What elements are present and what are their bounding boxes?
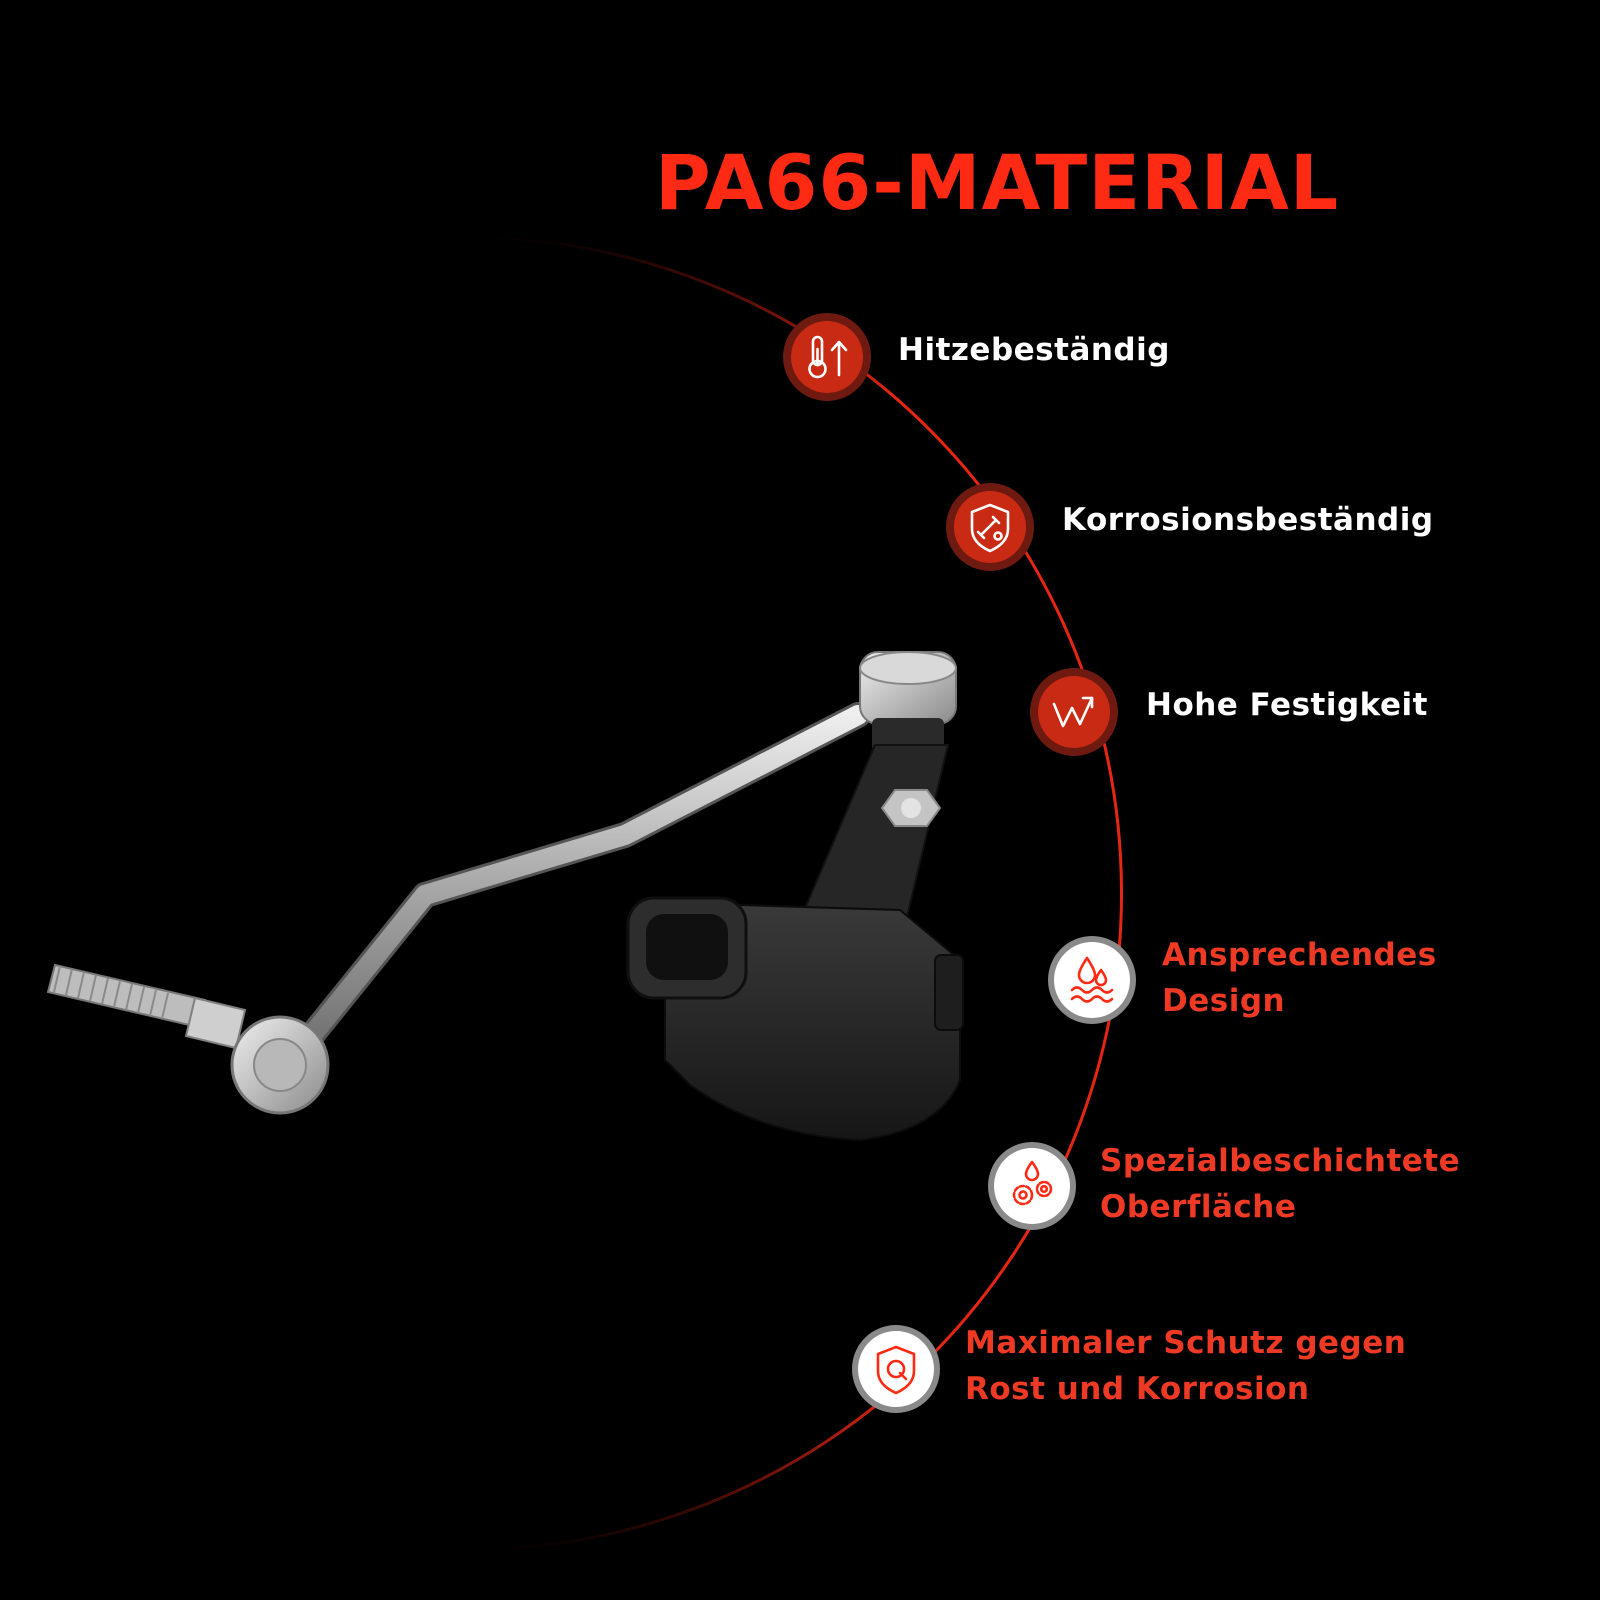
feature-label-line: Hitzebeständig [898, 332, 1170, 368]
shield-q-icon [876, 1345, 916, 1395]
feature-badge [852, 1325, 940, 1413]
feature-badge [1030, 668, 1118, 756]
drop-gears-icon [1012, 1160, 1053, 1206]
feature-badge [988, 1142, 1076, 1230]
feature-badge [783, 313, 871, 401]
feature-badge [1048, 936, 1136, 1024]
feature-label-line: Korrosionsbeständig [1062, 502, 1434, 538]
feature-arc [464, 235, 1123, 1552]
feature-label-line: Ansprechendes [1162, 937, 1437, 973]
feature-label: Hohe Festigkeit [1146, 682, 1428, 728]
shield-flask-icon [970, 503, 1010, 553]
feature-label-line: Maximaler Schutz gegen [965, 1325, 1407, 1361]
feature-label: Korrosionsbeständig [1062, 497, 1434, 543]
thermometer-up-icon [808, 335, 848, 379]
zigzag-arrow-up-icon [1052, 696, 1094, 728]
product-image [46, 651, 964, 1142]
feature-badge [946, 483, 1034, 571]
feature-label-line: Rost und Korrosion [965, 1371, 1310, 1407]
feature-badges [783, 313, 1136, 1413]
feature-label: Hitzebeständig [898, 327, 1170, 373]
page-title: PA66-MATERIAL [655, 138, 1340, 227]
feature-label-line: Hohe Festigkeit [1146, 687, 1428, 723]
feature-label-line: Oberfläche [1100, 1189, 1297, 1225]
bolt [46, 963, 330, 1115]
feature-label-line: Spezialbeschichtete [1100, 1143, 1461, 1179]
feature-label-line: Design [1162, 983, 1286, 1019]
drops-waves-icon [1070, 956, 1114, 1003]
